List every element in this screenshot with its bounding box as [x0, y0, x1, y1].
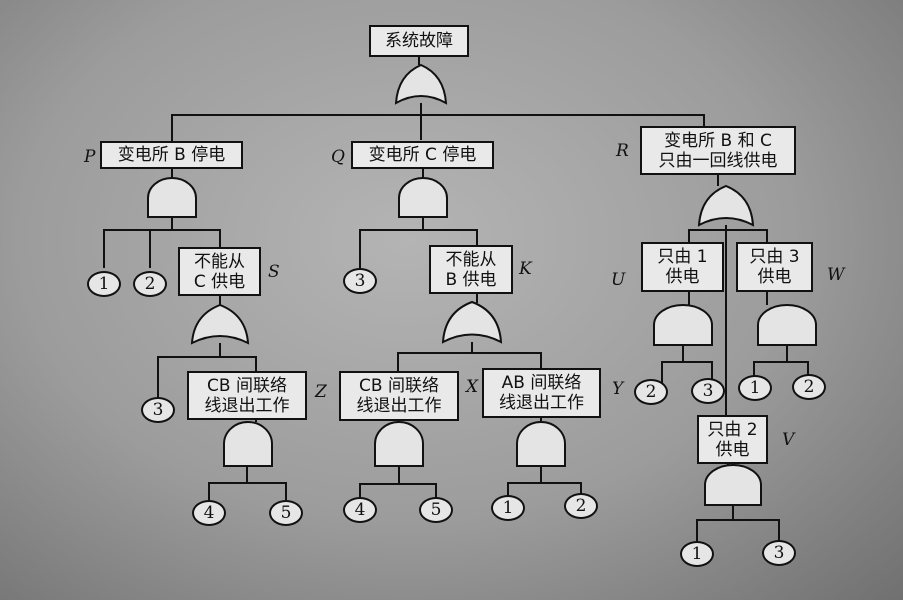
event-label-v: V: [782, 430, 795, 450]
or-gate-top-icon: [394, 63, 448, 105]
event-box-w: 只由 3 供电: [736, 242, 813, 292]
basic-event-circle: 1: [491, 495, 525, 521]
top-event-box: 系统故障: [369, 25, 469, 57]
or-gate-k-icon: [441, 300, 503, 344]
event-label-k: K: [519, 259, 532, 279]
basic-event-circle: 1: [680, 541, 714, 567]
event-label-x: X: [466, 377, 479, 397]
basic-event-circle: 3: [691, 378, 725, 404]
event-label-w: W: [827, 265, 845, 285]
basic-event-circle: 1: [87, 271, 121, 297]
basic-event-circle: 2: [634, 379, 668, 405]
or-gate-r-icon: [697, 184, 755, 227]
event-box-q: 变电所 C 停电: [351, 141, 494, 169]
and-gate-x-icon: [374, 421, 424, 467]
and-gate-q-icon: [398, 177, 448, 218]
basic-event-circle: 2: [133, 271, 167, 297]
event-box-k: 不能从 B 供电: [429, 245, 513, 294]
event-label-q: Q: [331, 147, 345, 167]
event-box-s: 不能从 C 供电: [178, 247, 261, 296]
basic-event-circle: 4: [343, 497, 377, 523]
basic-event-circle: 5: [419, 497, 453, 523]
and-gate-u-icon: [653, 304, 713, 346]
basic-event-circle: 5: [269, 500, 303, 526]
event-label-y: Y: [612, 379, 624, 399]
basic-event-circle: 3: [141, 397, 175, 423]
basic-event-circle: 1: [738, 375, 772, 401]
event-box-u: 只由 1 供电: [641, 242, 724, 292]
event-label-u: U: [611, 270, 626, 290]
and-gate-p-icon: [147, 177, 197, 218]
event-box-p: 变电所 B 停电: [100, 141, 243, 169]
event-box-v: 只由 2 供电: [697, 415, 768, 464]
basic-event-circle: 3: [762, 540, 796, 566]
event-label-p: P: [84, 147, 96, 167]
event-box-y: AB 间联络 线退出工作: [482, 368, 601, 418]
and-gate-w-icon: [757, 304, 817, 346]
event-label-z: Z: [315, 382, 327, 402]
and-gate-z-icon: [223, 421, 273, 467]
or-gate-s-icon: [190, 303, 250, 345]
event-label-r: R: [616, 141, 629, 161]
and-gate-y-icon: [516, 421, 566, 467]
event-label-s: S: [268, 262, 280, 282]
event-box-x: CB 间联络 线退出工作: [339, 371, 459, 421]
basic-event-circle: 2: [792, 374, 826, 400]
event-box-z: CB 间联络 线退出工作: [187, 371, 307, 420]
and-gate-v-icon: [704, 464, 762, 506]
basic-event-circle: 2: [564, 493, 598, 519]
event-box-r: 变电所 B 和 C 只由一回线供电: [640, 126, 796, 175]
basic-event-circle: 3: [343, 268, 377, 294]
basic-event-circle: 4: [192, 500, 226, 526]
